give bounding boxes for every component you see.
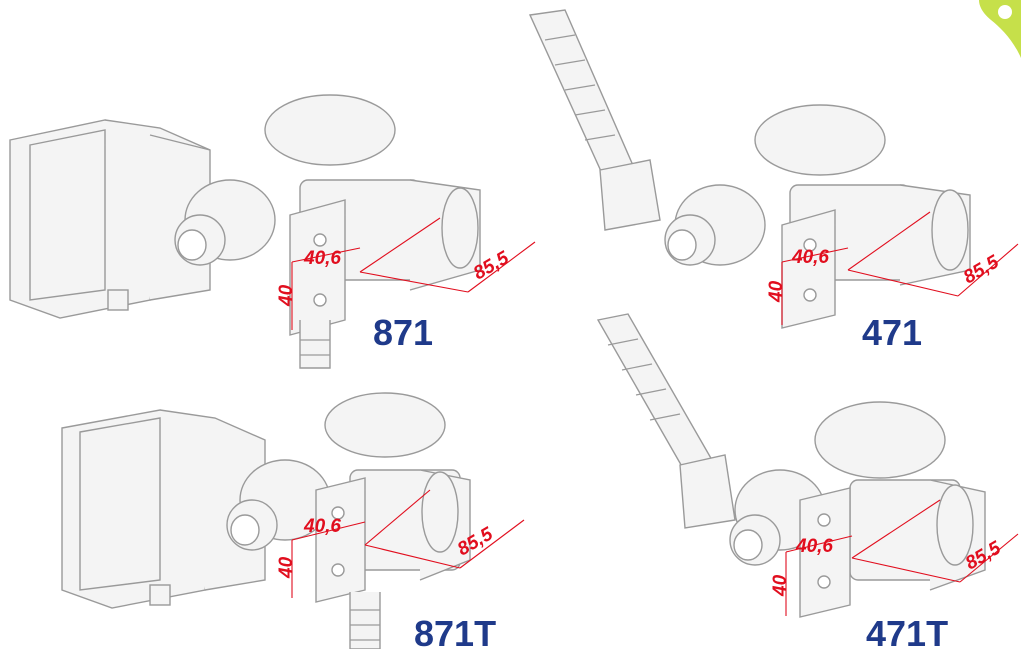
lever-handle [596,313,736,529]
dimension-lines [291,489,525,598]
panel-471: 40,6 40 85,5 471 [528,9,1019,353]
leaf-logo-icon [979,0,1021,58]
valve-body [729,401,986,591]
dimension-a-label: 40,6 [795,536,833,557]
drain-hose [299,320,331,369]
dimension-a-label: 40,6 [791,247,829,268]
model-title: 871 [373,312,433,353]
dimension-b-label: 40 [276,284,297,307]
dimension-a-label: 40,6 [303,516,341,537]
dimension-lines [785,499,1019,616]
dimension-lines [781,211,1019,325]
mounting-bracket [315,477,366,603]
mounting-bracket [799,487,851,618]
dimension-b-label: 40 [766,280,787,303]
dimension-lines [291,217,536,330]
valve-body [226,392,471,581]
model-title: 871T [414,613,496,649]
model-title: 471 [862,312,922,353]
drain-hose [349,592,381,650]
lever-handle [528,9,661,231]
motor-actuator-body [9,119,211,319]
dimension-a-label: 40,6 [303,248,341,269]
panel-871: 40,6 40 85,5 871 [9,94,536,369]
dimension-b-label: 40 [276,556,297,579]
panel-871T: 40,6 40 85,5 871T [61,392,525,654]
panel-471T: 40,6 40 85,5 471T [596,313,1019,654]
dimension-b-label: 40 [770,574,791,597]
mounting-bracket [781,209,836,329]
corner-logo [961,0,1021,70]
mounting-bracket [289,199,346,336]
model-title: 471T [866,613,948,649]
